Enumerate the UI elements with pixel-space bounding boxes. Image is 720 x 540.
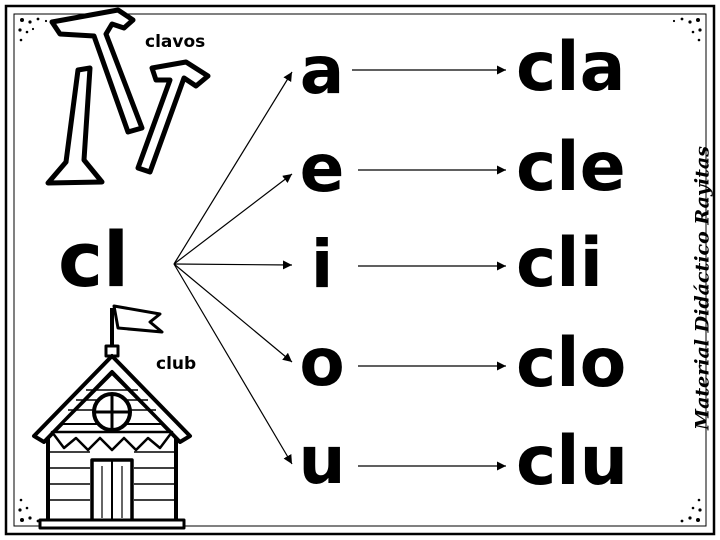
syllable-cla: cla: [516, 28, 626, 107]
syllable-clo: clo: [516, 324, 627, 403]
syllable-cli: cli: [516, 224, 603, 303]
arrow-to-vowel-i: [173, 260, 293, 270]
vowel-e: e: [299, 130, 345, 207]
nails-icon: [45, 7, 211, 186]
syllable-arrows: [352, 65, 506, 471]
arrow-to-vowel-e: [173, 173, 293, 265]
arrow-to-vowel-o: [173, 263, 293, 363]
main-digraph: cl: [58, 215, 130, 304]
arrow-to-vowel-u: [173, 263, 293, 465]
arrow-to-vowel-a: [173, 71, 293, 265]
vowel-a: a: [299, 32, 345, 109]
outer-frame: [4, 4, 716, 536]
credit-text: Material Didáctico Rayitas: [691, 146, 714, 430]
syllable-cle: cle: [516, 128, 626, 207]
inner-frame: [13, 13, 707, 527]
vowel-o: o: [299, 324, 345, 401]
picture-word-bottom: club: [156, 354, 197, 374]
clubhouse-icon: [32, 304, 192, 530]
vowel-arrows: [173, 71, 293, 465]
corner-dots: [18, 17, 702, 523]
picture-word-top: clavos: [145, 32, 206, 52]
syllable-clu: clu: [516, 422, 629, 501]
vowel-u: u: [298, 422, 346, 499]
vowel-i: i: [310, 226, 334, 303]
